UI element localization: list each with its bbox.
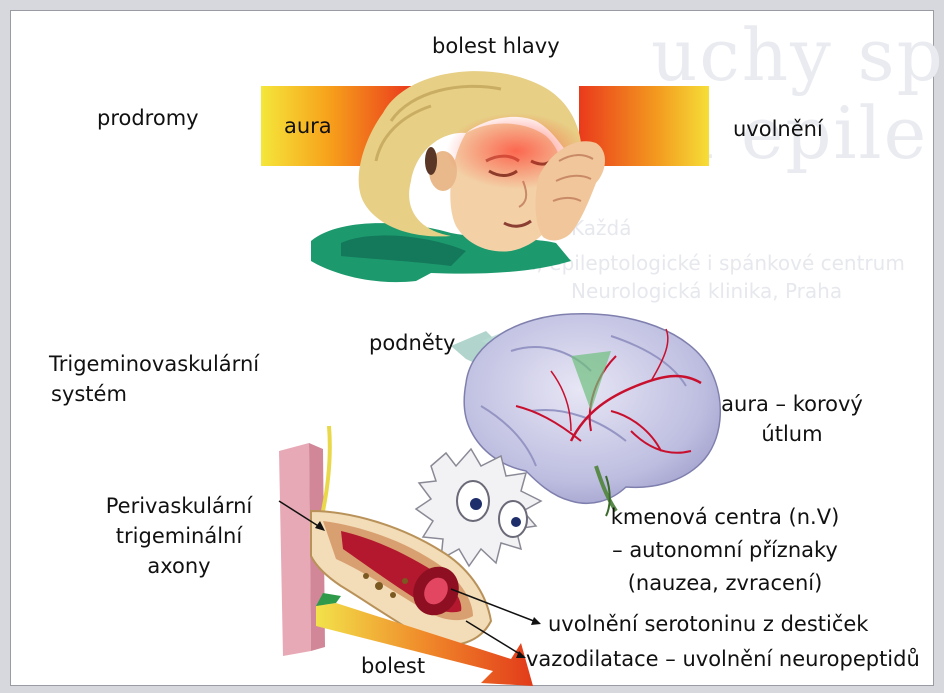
label-aura: aura xyxy=(284,111,332,141)
label-line: Trigeminovaskulární xyxy=(49,349,259,379)
label-serotonin-release: uvolnění serotoninu z destiček xyxy=(548,609,868,639)
label-trigeminovascular-system: Trigeminovaskulární systém xyxy=(49,349,259,409)
label-line: axony xyxy=(89,551,269,581)
label-line: aura – korový xyxy=(717,389,867,419)
label-pain: bolest xyxy=(361,651,425,681)
label-line: Perivaskulární xyxy=(89,491,269,521)
label-line: – autonomní příznaky xyxy=(605,534,845,567)
label-vasodilation: vazodilatace – uvolnění neuropeptidů xyxy=(526,644,920,674)
label-line: trigeminální xyxy=(89,521,269,551)
label-line: systém xyxy=(49,379,259,409)
label-cortical-depression: aura – korový útlum xyxy=(717,389,867,449)
label-relief: uvolnění xyxy=(733,114,823,144)
label-brainstem-centers: kmenová centra (n.V) – autonomní příznak… xyxy=(605,501,845,600)
label-line: kmenová centra (n.V) xyxy=(605,501,845,534)
label-headache: bolest hlavy xyxy=(432,31,560,61)
label-stimuli: podněty xyxy=(369,328,455,358)
label-perivascular-axons: Perivaskulární trigeminální axony xyxy=(89,491,269,581)
label-line: (nauzea, zvracení) xyxy=(605,567,845,600)
pointer-arrowhead xyxy=(531,617,541,625)
label-prodromes: prodromy xyxy=(97,103,199,133)
figure-panel: uchy spánku a epile Každá ké oddělení, e… xyxy=(10,10,934,686)
label-line: útlum xyxy=(717,419,867,449)
